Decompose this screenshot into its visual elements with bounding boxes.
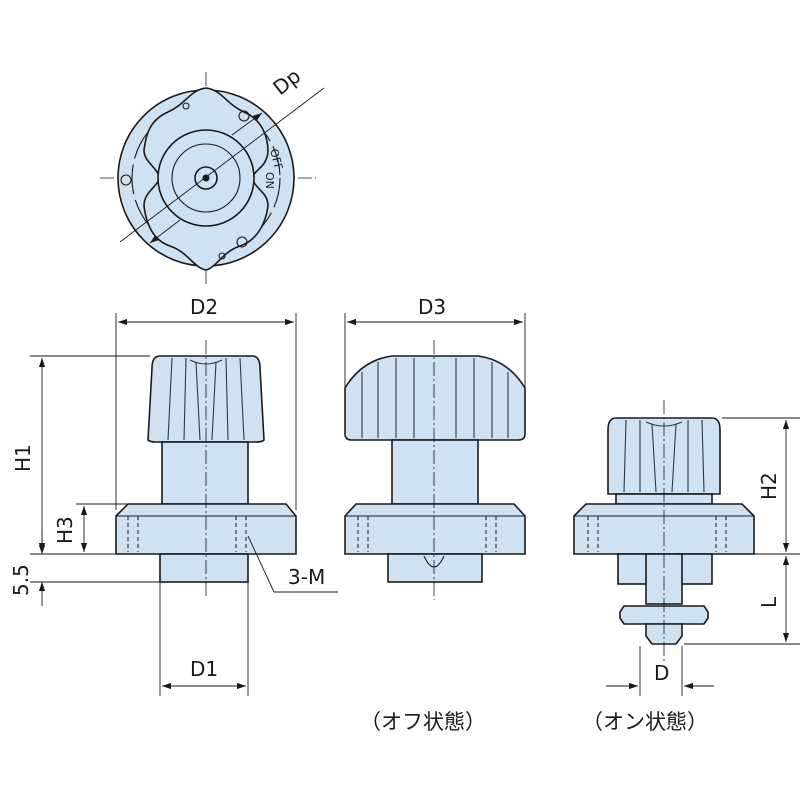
dim-label-l: L bbox=[757, 596, 781, 608]
dim-label-dp: Dp bbox=[268, 64, 305, 100]
dim-label-h3: H3 bbox=[53, 516, 77, 544]
right-view-on: H2 L D bbox=[573, 400, 800, 696]
dim-label-d2: D2 bbox=[190, 295, 218, 319]
caption-on-state: （オン状態） bbox=[582, 710, 708, 734]
dim-label-thread: 3-M bbox=[288, 565, 325, 589]
dim-label-d1: D1 bbox=[190, 657, 218, 681]
engraving-on: ON bbox=[263, 172, 276, 189]
middle-view-off: D3 bbox=[344, 295, 526, 600]
dim-label-offset: 5.5 bbox=[9, 564, 33, 596]
screw-hole-icon bbox=[120, 110, 250, 248]
dim-label-h2: H2 bbox=[757, 472, 781, 500]
dim-label-h1: H1 bbox=[11, 444, 35, 472]
top-view: OFF ON Dp bbox=[100, 64, 325, 284]
left-view: D2 H1 H3 5.5 3-M bbox=[9, 295, 338, 696]
engraving-off: OFF bbox=[267, 147, 285, 171]
caption-off-state: （オフ状態） bbox=[360, 710, 486, 734]
dim-label-d: D bbox=[654, 661, 669, 685]
dim-label-d3: D3 bbox=[418, 295, 446, 319]
